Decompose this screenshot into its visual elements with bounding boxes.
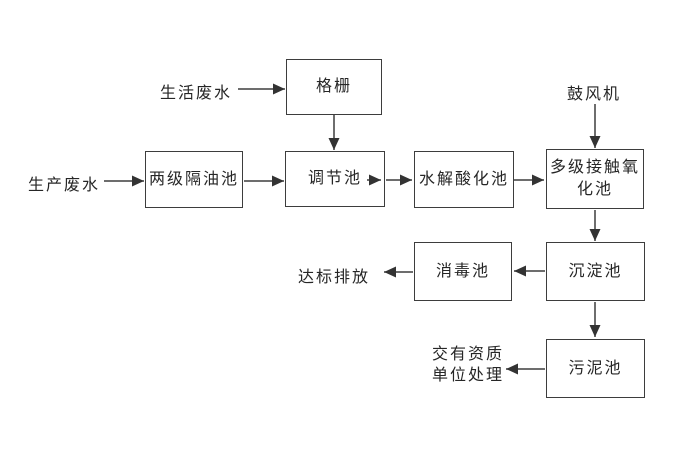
node-grating: 格栅 [286,59,382,115]
label-qualified-unit-line1: 交有资质 [432,346,505,363]
label-qualified-unit-line2: 单位处理 [432,367,505,384]
node-disinfection-tank: 消毒池 [414,242,512,301]
node-regulating-tank: 调节池 [285,151,385,207]
node-oil-separator: 两级隔油池 [145,151,243,208]
label-domestic-wastewater: 生活废水 [160,85,233,102]
node-sludge-tank: 污泥池 [546,339,645,398]
node-contact-oxidation-tank: 多级接触氧化池 [546,149,644,209]
label-qualified-unit-disposal: 交有资质 单位处理 [432,344,522,386]
label-blower: 鼓风机 [567,86,622,103]
label-production-wastewater: 生产废水 [28,177,101,194]
node-sedimentation-tank: 沉淀池 [546,242,645,301]
node-hydrolysis-acidification-tank: 水解酸化池 [414,151,514,208]
label-standard-discharge: 达标排放 [298,269,371,286]
